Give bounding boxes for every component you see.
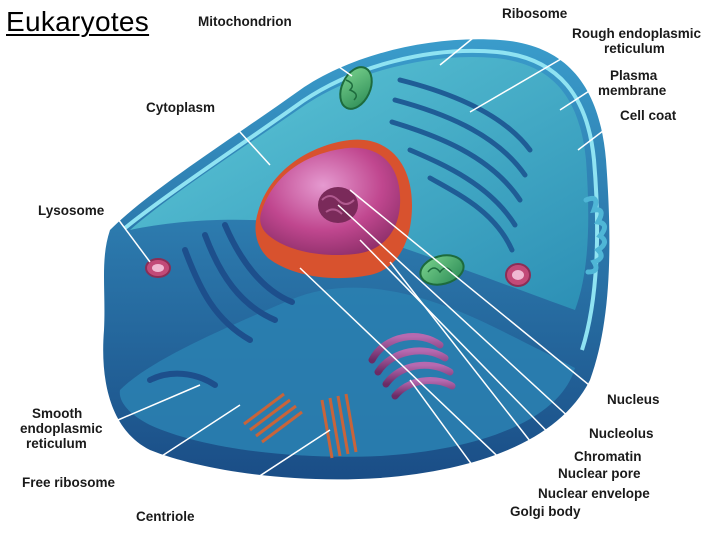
mitochondrion-top [339,66,373,110]
label-mitochondrion: Mitochondrion [198,14,292,29]
label-cell-coat: Cell coat [620,108,677,123]
rough-er [389,77,533,253]
label-rough-er-line2: reticulum [604,41,665,56]
leader-lines [114,15,621,516]
label-lysosome: Lysosome [38,203,105,218]
label-nucleolus: Nucleolus [589,426,654,441]
label-centriole: Centriole [136,509,195,524]
label-smooth-er-line1: Smooth [32,406,83,421]
slide-title: Eukaryotes [6,6,150,37]
label-chromatin: Chromatin [574,449,642,464]
label-smooth-er-line3: reticulum [26,436,87,451]
label-golgi-body: Golgi body [510,504,581,519]
label-smooth-er-line2: endoplasmic [20,421,103,436]
label-nuclear-envelope: Nuclear envelope [538,486,650,501]
label-nucleus: Nucleus [607,392,660,407]
mitochondrion-right [419,254,465,286]
label-plasma-membrane-line2: membrane [598,83,667,98]
smooth-er [147,222,295,388]
lysosome-right [505,263,531,287]
label-rough-er-line1: Rough endoplasmic [572,26,702,41]
nucleus [255,139,412,279]
centriole-right [320,393,358,459]
label-nuclear-pore: Nuclear pore [558,466,641,481]
centriole-left [243,392,303,444]
label-cytoplasm: Cytoplasm [146,100,216,115]
label-ribosome: Ribosome [502,6,568,21]
label-free-ribosome: Free ribosome [22,475,116,490]
cell-coat [583,195,607,275]
label-plasma-membrane-line1: Plasma [610,68,658,83]
golgi-body [368,333,456,400]
lysosome-left [145,258,171,278]
